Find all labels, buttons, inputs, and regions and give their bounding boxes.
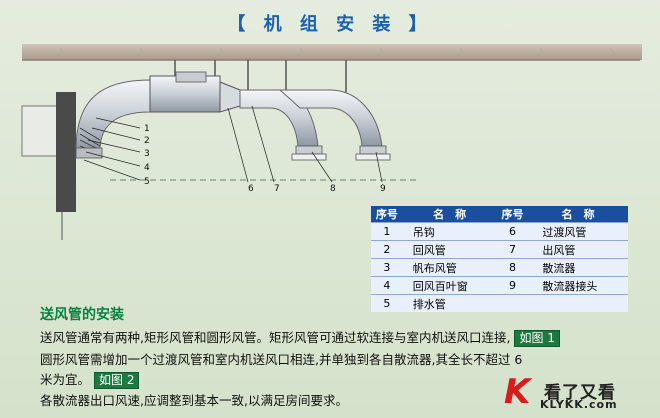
legend-header-name: 名 称 (402, 206, 497, 223)
legend-cell: 散流器接头 (528, 276, 628, 295)
legend-cell: 7 (496, 240, 529, 259)
legend-cell: 排水管 (402, 294, 497, 312)
legend-cell: 3 (371, 258, 403, 277)
transition-duct (219, 81, 241, 113)
legend-cell: 吊钩 (402, 222, 497, 241)
callout-9: 9 (380, 184, 386, 194)
legend-cell: 9 (496, 276, 529, 295)
logo-url: KLYKK.com (540, 398, 618, 411)
paragraph-line: 米为宜。如图 2 (40, 369, 140, 389)
legend-cell (528, 294, 628, 312)
parts-legend-table: 序号 名 称 序号 名 称 1 吊钩 6 过渡风管 2 回风管 7 出风管 3 … (371, 206, 628, 312)
legend-cell: 6 (496, 222, 529, 241)
figure-2-link[interactable]: 如图 2 (94, 372, 140, 389)
wall-panel (21, 105, 63, 157)
figure-1-link[interactable]: 如图 1 (514, 330, 560, 347)
table-row: 1 吊钩 6 过渡风管 (371, 222, 628, 241)
paragraph-text: 米为宜。 (40, 372, 91, 387)
legend-header-row: 序号 名 称 序号 名 称 (371, 206, 628, 223)
legend-header-no: 序号 (496, 206, 529, 223)
logo-mark: K (504, 372, 531, 412)
table-row: 3 帆布风管 8 散流器 (371, 258, 628, 277)
legend-cell: 8 (496, 258, 529, 277)
callout-6: 6 (248, 184, 254, 194)
diffuser-2 (355, 145, 391, 161)
callout-8: 8 (330, 184, 336, 194)
paragraph-text: 各散流器出口风速,应调整到基本一致,以满足房间要求。 (40, 393, 348, 408)
callout-7: 7 (274, 184, 280, 194)
callout-3: 3 (144, 149, 150, 159)
table-row: 4 回风百叶窗 9 散流器接头 (371, 276, 628, 295)
section-title: 送风管的安装 (40, 307, 124, 323)
legend-cell: 过渡风管 (528, 222, 628, 241)
legend-header-name: 名 称 (528, 206, 628, 223)
diffuser-1 (291, 145, 327, 161)
legend-cell: 帆布风管 (402, 258, 497, 277)
legend-cell: 出风管 (528, 240, 628, 259)
paragraph-line: 各散流器出口风速,应调整到基本一致,以满足房间要求。 (40, 390, 348, 409)
paragraph-line: 送风管通常有两种,矩形风管和圆形风管。矩形风管可通过软连接与室内机送风口连接,如… (40, 327, 560, 347)
table-row: 2 回风管 7 出风管 (371, 240, 628, 259)
return-box (56, 92, 76, 212)
legend-cell: 散流器 (528, 258, 628, 277)
legend-cell: 回风百叶窗 (402, 276, 497, 295)
legend-cell: 2 (371, 240, 403, 259)
legend-cell (496, 294, 529, 312)
table-row: 5 排水管 (371, 294, 628, 312)
paragraph-text: 圆形风管需增加一个过渡风管和室内机送风口相连,并单独到各自散流器,其全长不超过 … (40, 352, 523, 367)
legend-cell: 回风管 (402, 240, 497, 259)
page-title: 【 机 组 安 装 】 (227, 14, 433, 35)
paragraph-line: 圆形风管需增加一个过渡风管和室内机送风口相连,并单独到各自散流器,其全长不超过 … (40, 349, 522, 368)
logo-name: 看了又看 (544, 383, 616, 403)
legend-cell: 5 (371, 294, 403, 312)
callout-2: 2 (144, 136, 150, 146)
site-logo[interactable]: K 看了又看 KLYKK.com (504, 374, 654, 414)
paragraph-text: 送风管通常有两种,矩形风管和圆形风管。矩形风管可通过软连接与室内机送风口连接, (40, 330, 511, 345)
ceiling-slab (22, 44, 642, 60)
callout-1: 1 (144, 124, 150, 134)
legend-cell: 4 (371, 276, 403, 295)
callout-4: 4 (144, 163, 150, 173)
legend-header-no: 序号 (371, 206, 403, 223)
callout-5: 5 (144, 177, 150, 187)
legend-cell: 1 (371, 222, 403, 241)
